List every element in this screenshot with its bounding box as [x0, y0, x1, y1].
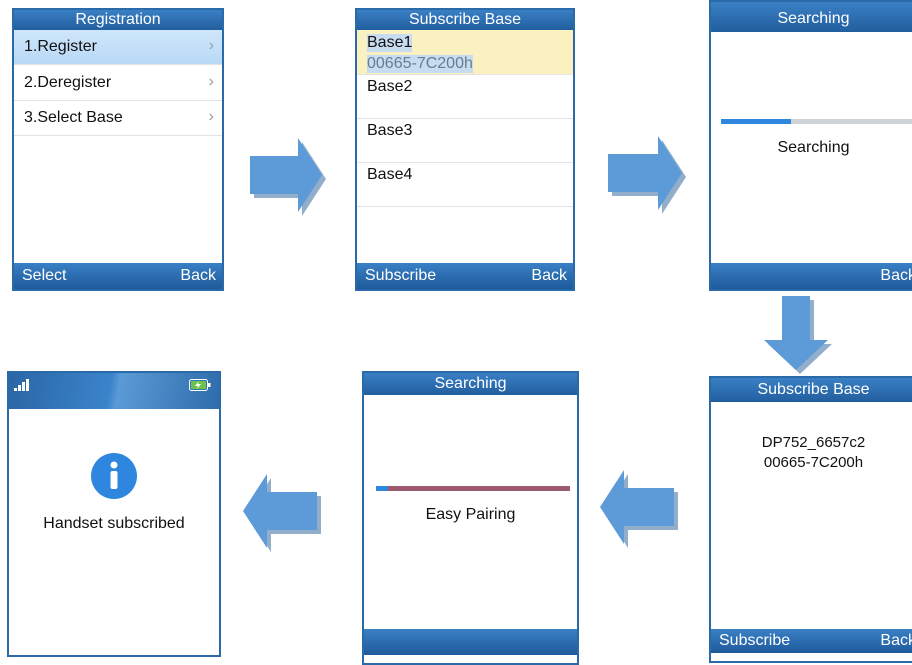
status-text: Easy Pairing: [425, 506, 516, 523]
progress-track: [376, 486, 570, 491]
status-bar: [9, 373, 219, 409]
softkey-back[interactable]: Back: [531, 267, 567, 284]
menu-item-select-base[interactable]: 3.Select Base ›: [14, 101, 222, 136]
screen-title: Subscribe Base: [711, 378, 912, 402]
list-item-base1[interactable]: Base1 00665-7C200h: [357, 30, 573, 75]
screen-title: Searching: [711, 2, 912, 32]
progress-track: [721, 119, 912, 124]
progress-fill: [721, 119, 791, 124]
screen-easy-pairing: Searching Easy Pairing: [362, 371, 579, 665]
arrow-right-icon: [608, 136, 686, 214]
menu-item-label: 3.Select Base: [24, 109, 123, 126]
screen-title: Subscribe Base: [357, 10, 573, 30]
screen-subscribe-base-found: Subscribe Base DP752_6657c2 00665-7C200h…: [709, 376, 912, 663]
softkey-back[interactable]: Back: [880, 632, 912, 649]
menu-item-register[interactable]: 1.Register ›: [14, 30, 222, 65]
softkey-bar: [364, 629, 577, 655]
list-item-base2[interactable]: Base2: [357, 75, 573, 119]
base-name: Base3: [367, 122, 413, 139]
screen-searching: Searching Searching Back: [709, 0, 912, 291]
signal-icon: [14, 379, 29, 391]
softkey-select[interactable]: Select: [22, 267, 67, 284]
chevron-right-icon: ›: [208, 73, 214, 90]
info-icon: [91, 453, 137, 499]
screen-subscribe-base-list: Subscribe Base Base1 00665-7C200h Base2 …: [355, 8, 575, 291]
screen-title: Registration: [14, 10, 222, 30]
softkey-bar: Subscribe Back: [357, 263, 573, 289]
base-name: Base4: [367, 166, 413, 183]
screen-registration: Registration 1.Register › 2.Deregister ›…: [12, 8, 224, 291]
arrow-down-icon: [764, 296, 832, 374]
screen-title: Searching: [364, 373, 577, 395]
menu-item-label: 1.Register: [24, 38, 97, 55]
base-id: 00665-7C200h: [763, 454, 864, 471]
menu-item-deregister[interactable]: 2.Deregister ›: [14, 66, 222, 101]
softkey-bar: Back: [711, 263, 912, 289]
softkey-back[interactable]: Back: [880, 267, 912, 284]
battery-charging-icon: [189, 379, 211, 391]
base-name: Base1: [367, 34, 413, 52]
screen-handset-subscribed: Handset subscribed: [7, 371, 221, 657]
base-name: DP752_6657c2: [761, 434, 866, 451]
softkey-back[interactable]: Back: [180, 267, 216, 284]
list-item-base4[interactable]: Base4: [357, 163, 573, 207]
chevron-right-icon: ›: [208, 108, 214, 125]
softkey-subscribe[interactable]: Subscribe: [719, 632, 791, 649]
list-item-base3[interactable]: Base3: [357, 119, 573, 163]
base-name: Base2: [367, 78, 413, 95]
status-message: Handset subscribed: [43, 515, 185, 532]
arrow-left-icon: [600, 470, 678, 548]
arrow-left-icon: [243, 474, 321, 552]
progress-fill: [376, 486, 388, 491]
chevron-right-icon: ›: [208, 37, 214, 54]
arrow-right-icon: [250, 138, 326, 216]
softkey-subscribe[interactable]: Subscribe: [365, 267, 437, 284]
menu-item-label: 2.Deregister: [24, 74, 112, 91]
softkey-bar: Subscribe Back: [711, 629, 912, 653]
softkey-bar: Select Back: [14, 263, 222, 289]
status-text: Searching: [777, 139, 850, 156]
base-id: 00665-7C200h: [367, 55, 473, 73]
